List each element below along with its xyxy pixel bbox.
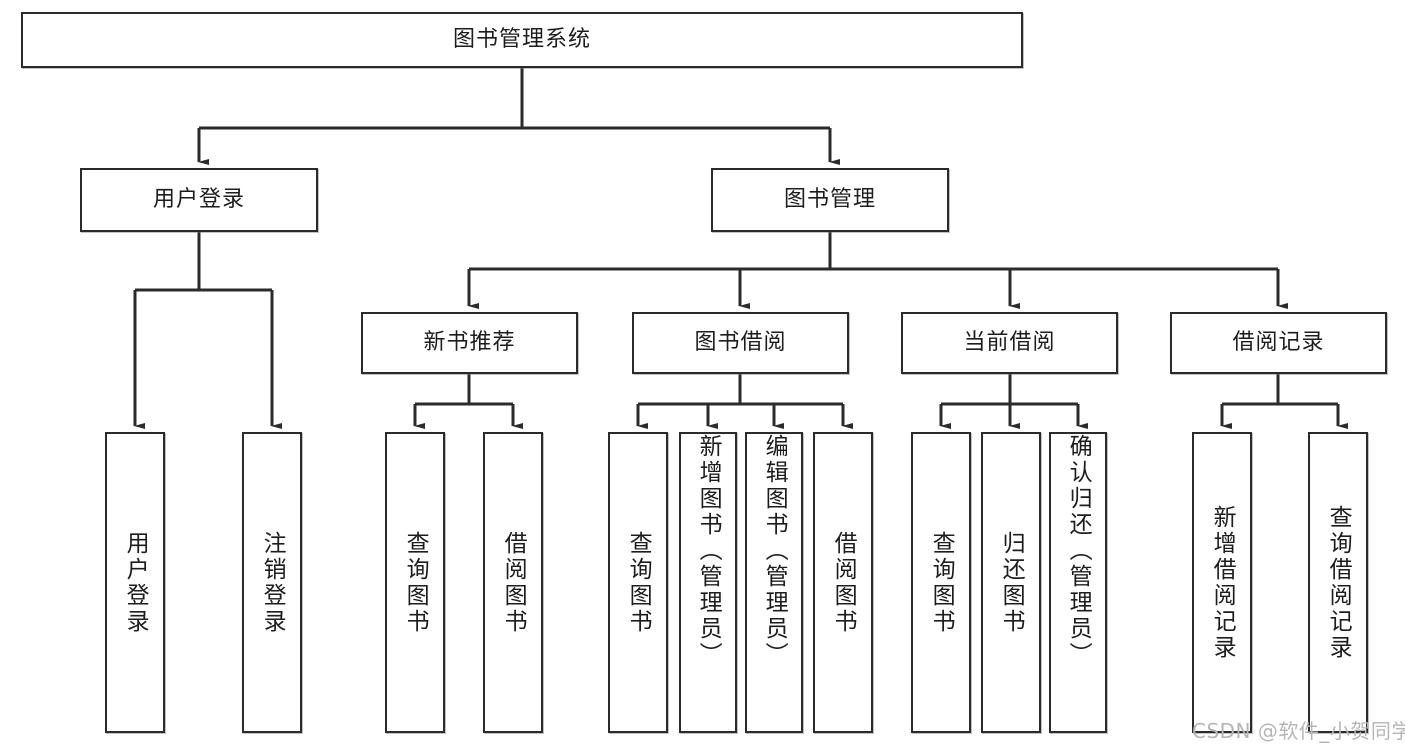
node-leaf-query-record[interactable]: 查询借阅记录 — [1308, 432, 1368, 733]
node-leaf-borrow-book-1-label: 借阅图书 — [500, 530, 527, 635]
node-leaf-query-book-1-label: 查询图书 — [402, 530, 429, 635]
node-leaf-user-login-label: 用户登录 — [122, 530, 149, 635]
node-current-borrow-label: 当前借阅 — [963, 329, 1056, 355]
node-leaf-confirm-return-admin-label: 确认归还（管理员） — [1065, 434, 1092, 668]
node-borrow-record-label: 借阅记录 — [1232, 329, 1325, 355]
node-leaf-return-book[interactable]: 归还图书 — [981, 432, 1041, 733]
node-leaf-query-book-2-label: 查询图书 — [625, 530, 652, 635]
node-leaf-query-book-3[interactable]: 查询图书 — [911, 432, 971, 733]
node-leaf-query-book-2[interactable]: 查询图书 — [608, 432, 668, 733]
node-new-book-recommend-label: 新书推荐 — [423, 329, 516, 355]
node-book-borrow[interactable]: 图书借阅 — [632, 312, 849, 374]
node-borrow-record[interactable]: 借阅记录 — [1170, 312, 1387, 374]
node-book-borrow-label: 图书借阅 — [694, 329, 787, 355]
node-leaf-logout[interactable]: 注销登录 — [242, 432, 302, 733]
node-leaf-user-login[interactable]: 用户登录 — [105, 432, 165, 733]
node-leaf-query-record-label: 查询借阅记录 — [1325, 504, 1352, 661]
node-user-login-label: 用户登录 — [152, 186, 245, 212]
node-leaf-query-book-1[interactable]: 查询图书 — [385, 432, 445, 733]
node-leaf-borrow-book-2[interactable]: 借阅图书 — [813, 432, 873, 733]
node-new-book-recommend[interactable]: 新书推荐 — [361, 312, 578, 374]
node-leaf-borrow-book-2-label: 借阅图书 — [830, 530, 857, 635]
node-leaf-confirm-return-admin[interactable]: 确认归还（管理员） — [1049, 432, 1107, 733]
node-leaf-logout-label: 注销登录 — [259, 530, 286, 635]
node-leaf-add-book-admin[interactable]: 新增图书（管理员） — [679, 432, 737, 733]
node-leaf-add-record[interactable]: 新增借阅记录 — [1192, 432, 1252, 733]
node-book-manage[interactable]: 图书管理 — [711, 168, 949, 232]
csdn-watermark: CSDN @软件_小贺同学 — [1192, 719, 1405, 743]
node-leaf-query-book-3-label: 查询图书 — [928, 530, 955, 635]
node-leaf-add-book-admin-label: 新增图书（管理员） — [695, 434, 722, 668]
node-leaf-edit-book-admin-label: 编辑图书（管理员） — [761, 434, 788, 668]
node-user-login[interactable]: 用户登录 — [80, 168, 318, 232]
node-leaf-return-book-label: 归还图书 — [998, 530, 1025, 635]
node-root[interactable]: 图书管理系统 — [21, 12, 1023, 68]
node-leaf-edit-book-admin[interactable]: 编辑图书（管理员） — [745, 432, 803, 733]
node-leaf-borrow-book-1[interactable]: 借阅图书 — [483, 432, 543, 733]
node-root-label: 图书管理系统 — [452, 26, 591, 52]
node-current-borrow[interactable]: 当前借阅 — [901, 312, 1118, 374]
node-leaf-add-record-label: 新增借阅记录 — [1209, 504, 1236, 661]
node-book-manage-label: 图书管理 — [783, 186, 876, 212]
